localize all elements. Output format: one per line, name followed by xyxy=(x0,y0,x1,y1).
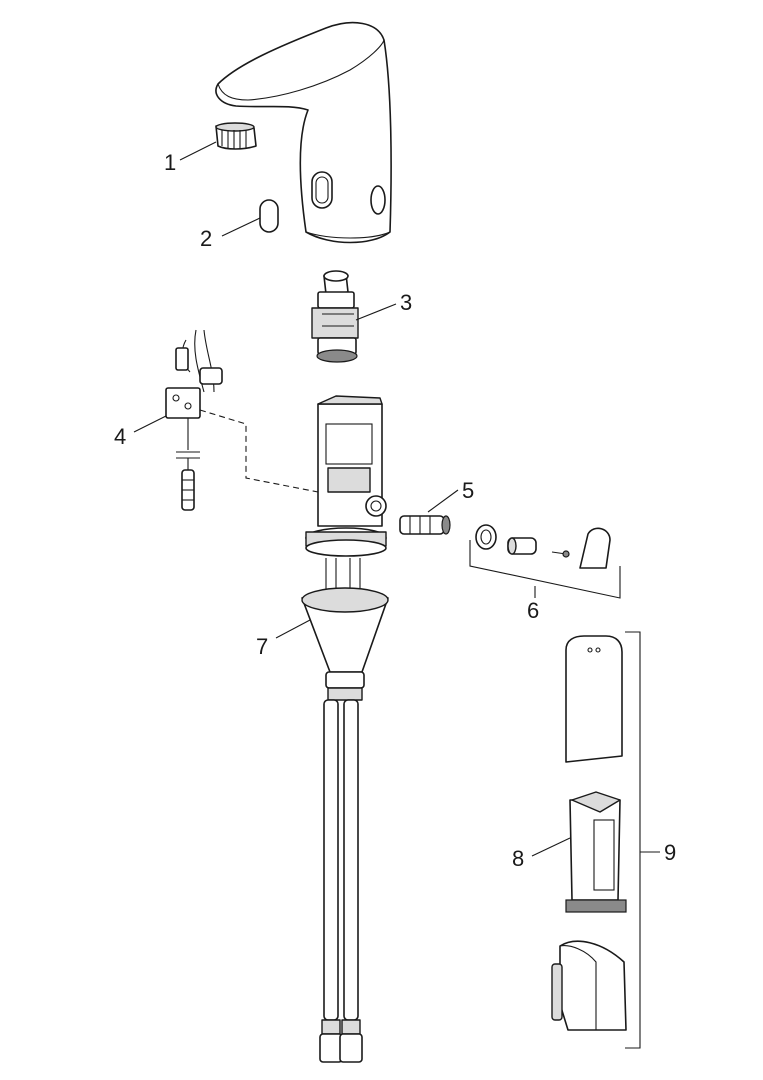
connection-dashed-line xyxy=(199,409,319,493)
callout-8: 8 xyxy=(512,846,524,871)
leader-1 xyxy=(179,141,217,161)
callout-4: 4 xyxy=(114,424,126,449)
valve-cartridge xyxy=(311,270,359,363)
callout-1: 1 xyxy=(164,150,176,175)
leader-4 xyxy=(133,415,167,433)
battery-cover xyxy=(565,635,623,763)
callout-9: 9 xyxy=(664,840,676,865)
supply-hoses xyxy=(319,699,363,1063)
leader-7 xyxy=(275,619,311,639)
leader-5 xyxy=(427,489,459,513)
leader-2 xyxy=(221,217,261,237)
callout-2: 2 xyxy=(200,226,212,251)
faucet-body xyxy=(215,21,392,244)
check-valve xyxy=(399,515,451,535)
leader-3 xyxy=(355,303,397,321)
callout-3: 3 xyxy=(400,290,412,315)
valve-housing xyxy=(305,395,387,610)
battery-holder xyxy=(565,791,627,913)
sensor-electronics xyxy=(165,329,223,511)
bracket-9 xyxy=(625,631,660,1049)
sensor-window xyxy=(259,199,279,233)
callout-6: 6 xyxy=(527,598,539,623)
mounting-sleeve xyxy=(301,587,389,701)
bracket-6 xyxy=(469,540,621,599)
leader-8 xyxy=(531,837,571,857)
aerator xyxy=(215,122,257,150)
callout-7: 7 xyxy=(256,634,268,659)
callout-5: 5 xyxy=(462,478,474,503)
battery-box xyxy=(551,940,627,1031)
temperature-limiter-set xyxy=(475,524,611,569)
